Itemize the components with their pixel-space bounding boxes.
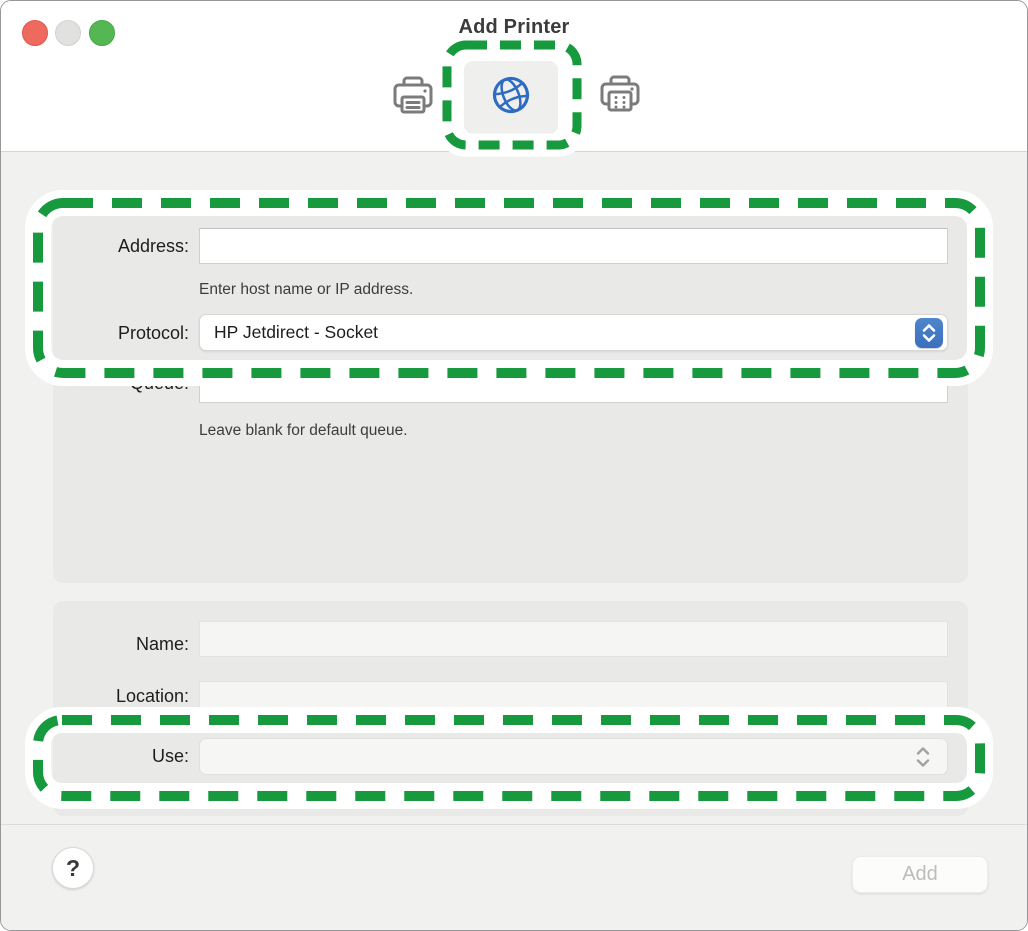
protocol-label: Protocol: — [117, 323, 189, 343]
use-label: Use: — [151, 746, 189, 766]
title-bar: Add Printer — [1, 1, 1027, 151]
queue-help-text: Leave blank for default queue. — [199, 422, 408, 439]
globe-icon — [489, 73, 533, 122]
protocol-selected-value: HP Jetdirect - Socket — [214, 322, 379, 342]
location-label: Location: — [115, 686, 189, 706]
minimize-button[interactable] — [55, 20, 81, 46]
help-button[interactable]: ? — [52, 847, 94, 889]
use-dropdown — [199, 738, 948, 775]
question-mark-icon: ? — [65, 854, 81, 881]
queue-label: Queue: — [129, 373, 189, 393]
tab-default-printer[interactable] — [366, 61, 460, 134]
add-button[interactable]: Add — [852, 856, 988, 893]
queue-input[interactable] — [199, 367, 948, 403]
printer-icon — [390, 72, 436, 123]
location-input — [199, 681, 948, 717]
footer-divider — [1, 824, 1027, 825]
close-button[interactable] — [22, 20, 48, 46]
stepper-up-down-icon — [915, 317, 943, 348]
window-title: Add Printer — [458, 16, 570, 38]
name-input — [199, 621, 948, 657]
stepper-up-down-icon — [909, 742, 937, 772]
tab-windows-printer[interactable] — [573, 61, 667, 134]
name-label: Name: — [135, 634, 189, 654]
address-help-text: Enter host name or IP address. — [199, 281, 414, 298]
tab-ip-printer[interactable] — [464, 61, 558, 134]
shared-printer-icon — [597, 72, 643, 123]
address-label: Address: — [117, 236, 189, 256]
zoom-button[interactable] — [89, 20, 115, 46]
protocol-dropdown[interactable]: HP Jetdirect - Socket — [199, 314, 948, 351]
address-input[interactable] — [199, 228, 948, 264]
